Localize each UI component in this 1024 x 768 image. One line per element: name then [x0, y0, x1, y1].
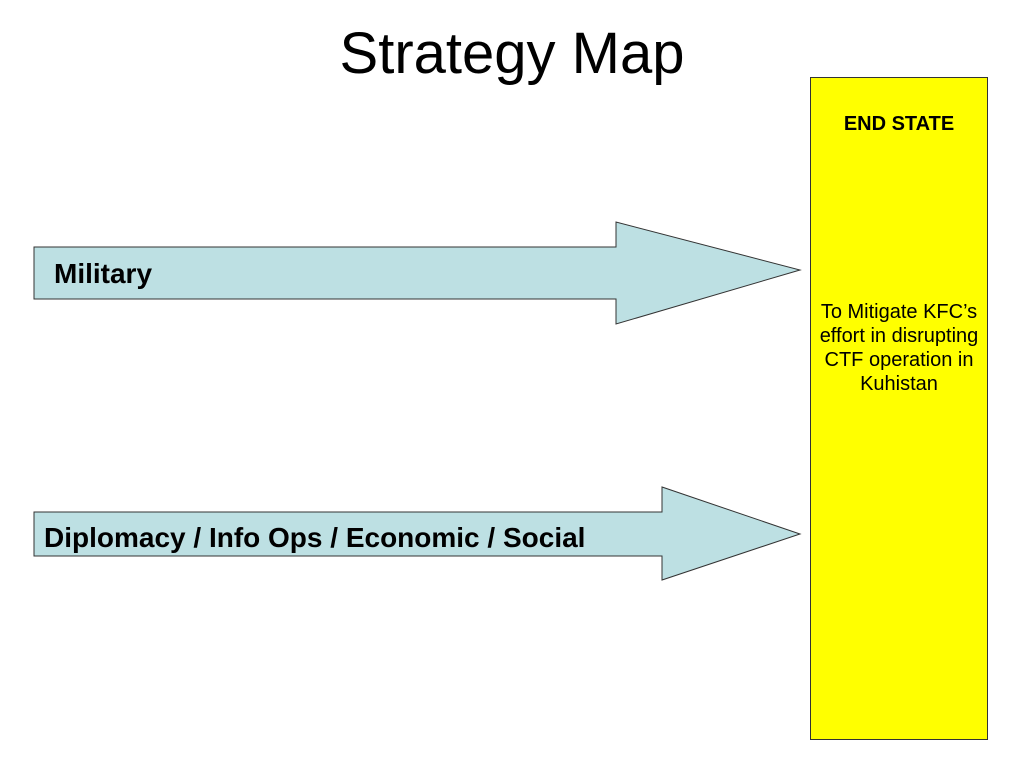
end-state-description: To Mitigate KFC’s effort in disrupting C…: [819, 301, 979, 395]
slide-title: Strategy Map: [339, 21, 685, 86]
diplomacy-arrow: [33, 486, 802, 581]
military-arrow: [33, 221, 802, 325]
end-state-box: END STATE To Mitigate KFC’s effort in di…: [810, 77, 988, 740]
end-state-heading: END STATE: [843, 113, 955, 135]
diplomacy-label: Diplomacy / Info Ops / Economic / Social: [44, 522, 586, 553]
military-label: Military: [54, 258, 153, 289]
